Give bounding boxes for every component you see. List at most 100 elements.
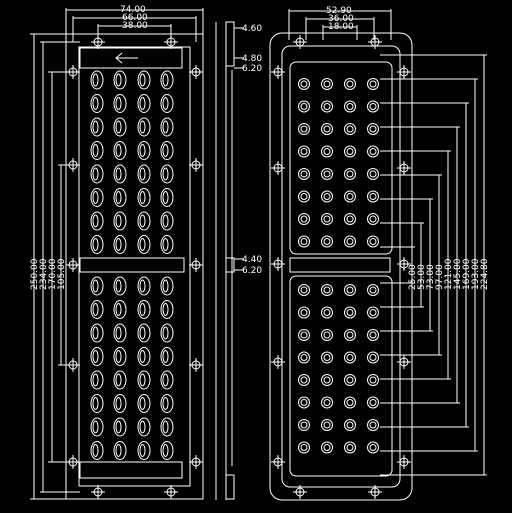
dim-label: 121.00: [444, 258, 454, 290]
lens-icon: [90, 323, 104, 343]
led-hole-icon: [298, 78, 310, 90]
screw-hole-icon: [189, 258, 203, 272]
screw-hole-icon: [397, 257, 411, 271]
dim-label-4-40: 4.40: [242, 255, 262, 265]
lens-icon: [160, 417, 174, 437]
lens-icon: [113, 300, 127, 319]
back-bottom-panel: [289, 275, 393, 477]
screw-hole-icon: [189, 65, 203, 79]
led-hole-icon: [367, 306, 379, 319]
screw-hole-icon: [189, 455, 203, 469]
lens-icon: [113, 235, 127, 254]
screw-hole-icon: [397, 455, 411, 469]
back-inner-frame: [281, 45, 401, 488]
lens-icon: [160, 141, 174, 160]
screw-hole-icon: [293, 485, 307, 499]
screw-hole-icon: [397, 65, 411, 79]
lens-icon: [113, 164, 127, 184]
lens-icon: [137, 276, 151, 296]
dim-label: 73.00: [426, 264, 436, 290]
dim-label: 145.00: [453, 258, 463, 290]
led-hole-icon: [298, 306, 310, 319]
screw-hole-icon: [189, 358, 203, 372]
led-hole-icon: [298, 441, 310, 454]
lens-icon: [90, 300, 104, 319]
screw-hole-icon: [271, 355, 285, 369]
led-hole-icon: [344, 396, 356, 409]
led-hole-icon: [344, 329, 356, 341]
lens-icon: [160, 394, 174, 413]
front-lens-grid: [90, 70, 174, 460]
lens-icon: [160, 323, 174, 343]
dim-label-66: 66.00: [122, 13, 148, 23]
led-hole-icon: [367, 145, 379, 158]
lens-icon: [137, 323, 151, 343]
front-view: [30, 8, 204, 500]
dim-label-4-60: 4.60: [242, 24, 262, 34]
side-view: [215, 21, 244, 500]
led-hole-icon: [298, 329, 310, 341]
lens-icon: [90, 94, 104, 113]
dim-label-74: 74.00: [120, 5, 146, 15]
lens-icon: [160, 211, 174, 231]
lens-icon: [160, 94, 174, 113]
led-hole-icon: [344, 78, 356, 90]
lens-icon: [113, 211, 127, 231]
led-hole-icon: [367, 351, 379, 364]
led-hole-icon: [367, 100, 379, 113]
dim-label-52-90: 52.90: [326, 6, 352, 16]
lens-icon: [113, 276, 127, 296]
led-hole-icon: [367, 284, 379, 296]
led-hole-icon: [321, 374, 333, 386]
front-outer-frame: [65, 33, 204, 500]
front-bottom-cover: [79, 461, 183, 479]
lens-icon: [137, 417, 151, 437]
led-hole-icon: [367, 190, 379, 203]
led-hole-icon: [367, 123, 379, 135]
back-right-dimension-lines: [380, 54, 487, 476]
dim-label: 25.00: [408, 264, 418, 290]
led-hole-icon: [321, 100, 333, 113]
lens-icon: [90, 276, 104, 296]
screw-hole-icon: [164, 485, 178, 499]
led-hole-icon: [321, 419, 333, 431]
led-hole-icon: [298, 145, 310, 158]
dim-label-38: 38.00: [122, 21, 148, 31]
screw-hole-icon: [397, 355, 411, 369]
led-hole-icon: [344, 284, 356, 296]
dim-label-105: 105.00: [57, 258, 67, 290]
led-hole-icon: [321, 351, 333, 364]
side-bottom-tab: [225, 474, 235, 500]
led-hole-icon: [344, 351, 356, 364]
led-hole-icon: [367, 374, 379, 386]
lens-icon: [113, 417, 127, 437]
lens-icon: [90, 370, 104, 390]
led-hole-icon: [344, 100, 356, 113]
led-hole-icon: [298, 213, 310, 225]
led-hole-icon: [298, 100, 310, 113]
lens-icon: [160, 188, 174, 207]
lens-icon: [90, 441, 104, 460]
lens-icon: [90, 70, 104, 90]
lens-icon: [137, 70, 151, 90]
dim-label: 169.00: [462, 258, 472, 290]
led-hole-icon: [367, 235, 379, 248]
lens-icon: [90, 141, 104, 160]
back-screw-holes: [271, 35, 411, 499]
lens-icon: [113, 117, 127, 137]
lens-icon: [90, 211, 104, 231]
dim-label-36: 36.00: [328, 14, 354, 24]
screw-hole-icon: [397, 161, 411, 175]
led-hole-icon: [344, 123, 356, 135]
lens-icon: [137, 188, 151, 207]
lens-icon: [113, 70, 127, 90]
led-hole-icon: [344, 235, 356, 248]
side-dimension-labels: 4.60 4.80 6.20 4.40 6.20: [242, 24, 262, 276]
led-hole-icon: [298, 419, 310, 431]
lens-icon: [137, 164, 151, 184]
led-hole-icon: [321, 235, 333, 248]
